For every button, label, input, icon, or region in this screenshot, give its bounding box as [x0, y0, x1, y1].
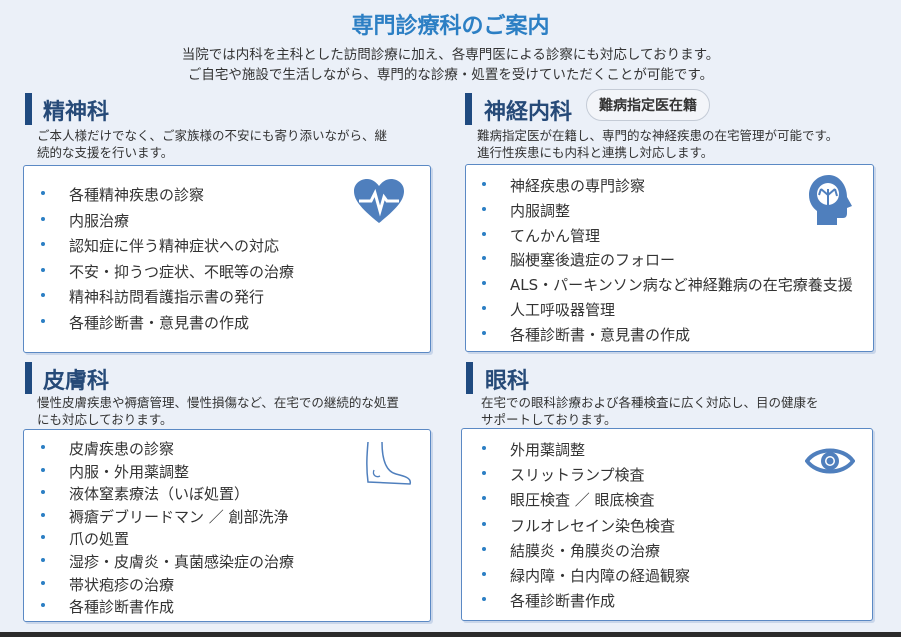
list-item-text: てんかん管理 [510, 226, 601, 245]
page-title: 専門診療科のご案内 [351, 14, 550, 39]
list-item-text: 脳梗塞後遺症のフォロー [510, 251, 676, 270]
list-item-text: 眼圧検査 ／ 眼底検査 [510, 491, 655, 510]
section-marker [465, 93, 472, 125]
dermatology-heading: 皮膚科 [43, 369, 110, 394]
bullet-icon [41, 535, 45, 540]
list-item-text: ALS・パーキンソン病など神経難病の在宅療養支援 [510, 276, 853, 295]
list-item-text: 内服調整 [510, 201, 571, 220]
list-item-text: 内服・外用薬調整 [69, 462, 190, 481]
list-item-text: 人工呼吸器管理 [510, 301, 616, 319]
section-marker [466, 362, 473, 394]
bullet-icon [482, 496, 486, 501]
ophthalmology-card [461, 428, 873, 621]
bullet-icon [41, 490, 45, 495]
neurology-description: 難病指定医が在籍し、専門的な神経疾患の在宅管理が可能です。進行性疾患にも内科と連… [477, 128, 839, 160]
dermatology-description: 慢性皮膚疾患や褥瘡管理、慢性損傷など、在宅での継続的な処置にも対応しております。 [37, 395, 399, 427]
list-item-text: 内服治療 [69, 211, 130, 230]
designated-doctor-badge: 難病指定医在籍 [586, 89, 710, 121]
section-marker [25, 362, 32, 394]
bullet-icon [41, 580, 45, 585]
bullet-icon [41, 293, 45, 297]
psychiatry-description: ご本人様だけでなく、ご家族様の不安にも寄り添いながら、継続的な支援を行います。 [37, 128, 388, 160]
bullet-icon [482, 231, 486, 236]
bullet-icon [41, 445, 45, 449]
list-item-text: フルオレセイン染色検査 [510, 516, 676, 535]
list-item-text: 神経疾患の専門診察 [510, 177, 646, 195]
list-item-text: 帯状疱疹の治療 [69, 575, 175, 594]
list-item-text: 外用薬調整 [510, 441, 586, 459]
bullet-icon [41, 267, 45, 272]
bullet-icon [41, 318, 45, 323]
list-item-text: 不安・抑うつ症状、不眠等の治療 [69, 262, 295, 281]
list-item-text: スリットランプ検査 [510, 466, 645, 485]
bullet-icon [482, 306, 486, 310]
section-marker [25, 93, 32, 125]
bullet-icon [41, 191, 45, 195]
eye-icon [805, 448, 855, 474]
ophthalmology-heading: 眼科 [485, 369, 530, 394]
list-item-text: 各種診断書・意見書の作成 [69, 313, 250, 332]
list-item-text: 結膜炎・角膜炎の治療 [510, 541, 661, 560]
neurology-heading: 神経内科 [484, 100, 573, 125]
list-item-text: 褥瘡デブリードマン ／ 創部洗浄 [69, 507, 289, 526]
psychiatry-card [23, 165, 431, 353]
list-item-text: 各種診断書作成 [510, 592, 616, 611]
intro-line-1: 当院では内科を主科とした訪問診療に加え、各専門医による診察にも対応しております。 [181, 47, 720, 63]
bottom-edge [0, 632, 901, 637]
neurology-card [465, 164, 874, 352]
bullet-icon [482, 597, 486, 602]
bullet-icon [41, 467, 45, 472]
list-item-text: 各種精神疾患の診察 [69, 186, 205, 204]
bullet-icon [41, 242, 45, 246]
list-item-text: 各種診断書・意見書の作成 [510, 325, 691, 344]
dermatology-card [23, 429, 431, 622]
bullet-icon [482, 330, 486, 335]
bullet-icon [482, 256, 486, 261]
bullet-icon [41, 512, 45, 517]
list-item-text: 湿疹・皮膚炎・真菌感染症の治療 [69, 553, 295, 571]
bullet-icon [482, 446, 486, 450]
ophthalmology-description: 在宅での眼科診療および各種検査に広く対応し、目の健康をサポートしております。 [481, 395, 819, 427]
psychiatry-heading: 精神科 [43, 100, 110, 125]
bullet-icon [482, 281, 486, 286]
bullet-icon [482, 182, 486, 186]
bullet-icon [41, 558, 45, 562]
heart-pulse-icon [354, 179, 404, 223]
bullet-icon [482, 572, 486, 576]
intro-line-2: ご自宅や施設で生活しながら、専門的な診療・処置を受けていただくことが可能です。 [187, 67, 714, 83]
list-item-text: 皮膚疾患の診察 [69, 440, 175, 458]
bullet-icon [482, 206, 486, 211]
list-item-text: 認知症に伴う精神症状への対応 [69, 237, 280, 255]
bullet-icon [41, 603, 45, 608]
bullet-icon [482, 546, 486, 551]
bullet-icon [482, 471, 486, 476]
brain-head-icon [809, 175, 852, 225]
list-item-text: 爪の処置 [69, 530, 130, 549]
bullet-icon [41, 216, 45, 221]
list-item-text: 精神科訪問看護指示書の発行 [69, 288, 265, 306]
list-item-text: 液体窒素療法（いぼ処置） [69, 485, 250, 504]
bullet-icon [482, 521, 486, 526]
list-item-text: 緑内障・白内障の経過観察 [510, 567, 691, 585]
foot-icon [366, 442, 412, 485]
list-item-text: 各種診断書作成 [69, 598, 175, 617]
